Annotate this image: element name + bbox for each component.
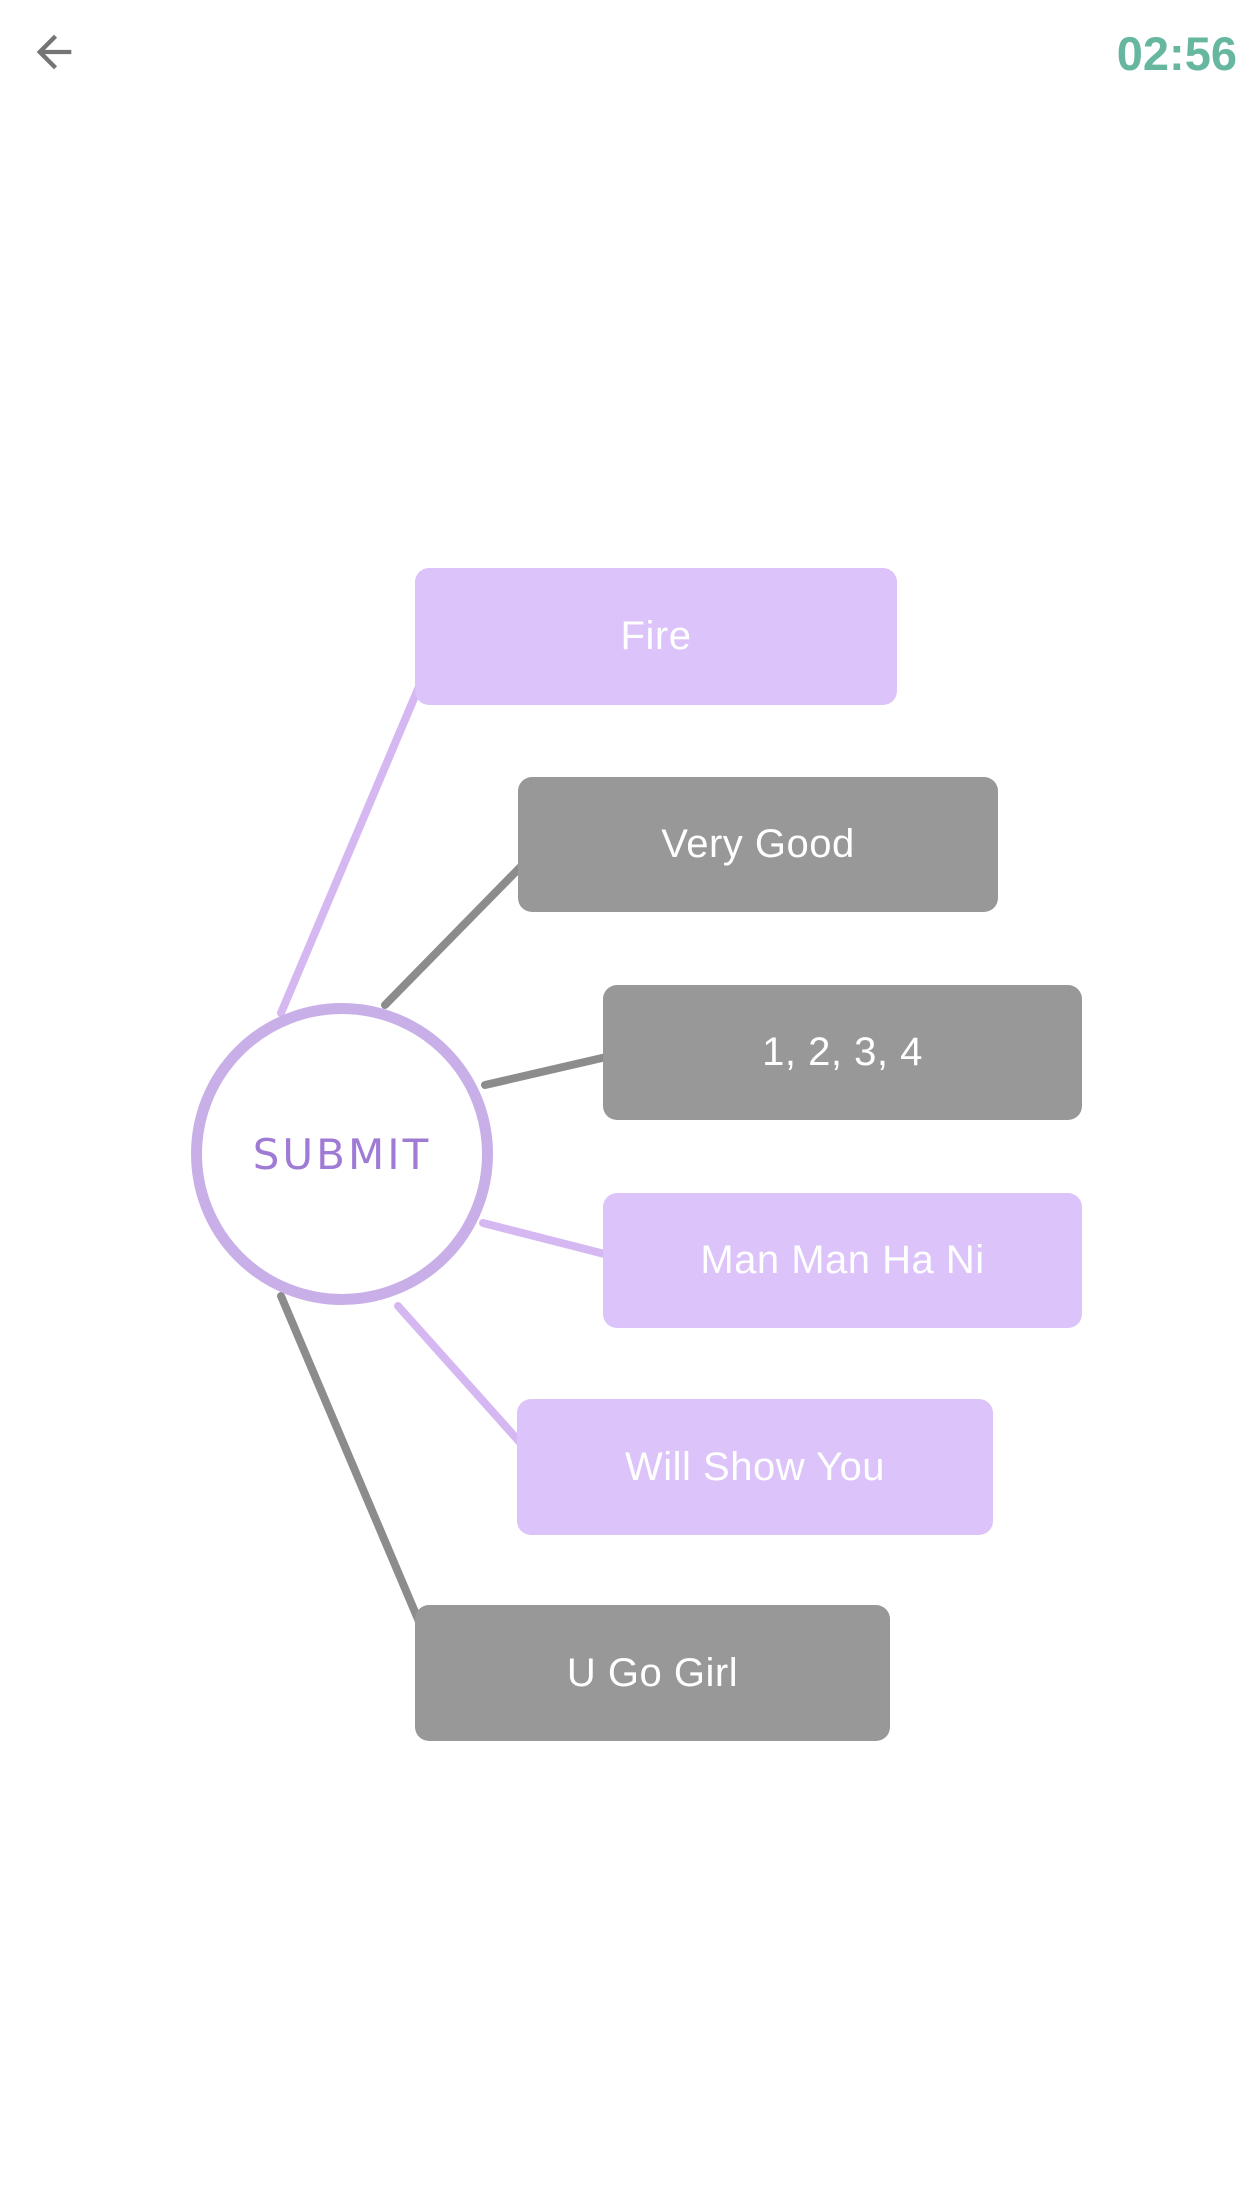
countdown-timer: 02:56: [1116, 27, 1237, 80]
option-node-will-show-you[interactable]: Will Show You: [517, 1399, 993, 1535]
option-label: 1, 2, 3, 4: [762, 1030, 923, 1074]
connector-line: [381, 841, 546, 1009]
back-button[interactable]: [22, 20, 86, 84]
option-node-man-man-ha-ni[interactable]: Man Man Ha Ni: [603, 1193, 1082, 1328]
arrow-left-icon: [28, 26, 80, 78]
option-node-very-good[interactable]: Very Good: [518, 777, 998, 912]
submit-node[interactable]: SUBMIT: [191, 1003, 493, 1305]
option-label: Man Man Ha Ni: [700, 1238, 985, 1282]
option-label: U Go Girl: [566, 1650, 739, 1695]
option-label: Will Show You: [625, 1444, 885, 1489]
option-node-1-2-3-4[interactable]: 1, 2, 3, 4: [603, 985, 1082, 1120]
option-label: Fire: [620, 614, 692, 658]
connector-line: [277, 1292, 444, 1675]
option-label: Very Good: [661, 822, 855, 866]
submit-label: SUBMIT: [252, 1129, 432, 1179]
option-node-fire[interactable]: Fire: [415, 568, 897, 705]
option-node-u-go-girl[interactable]: U Go Girl: [415, 1605, 890, 1741]
connector-line: [277, 633, 444, 1017]
